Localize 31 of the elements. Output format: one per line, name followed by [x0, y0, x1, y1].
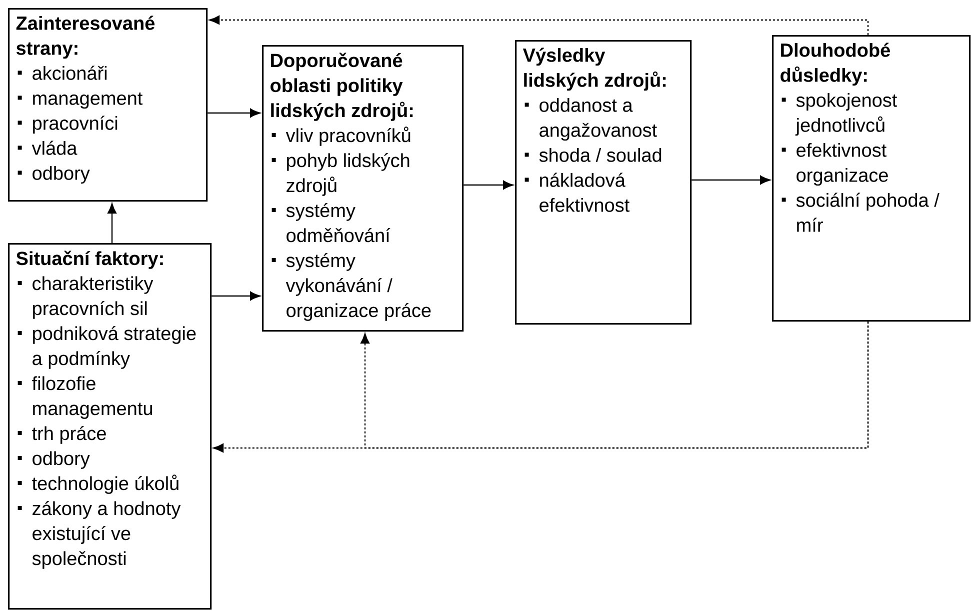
arrow: [209, 16, 869, 35]
bullet-item: akcionáři: [18, 66, 107, 80]
bullet-item: odbory: [18, 451, 90, 469]
bullet-item: trh práce: [18, 426, 106, 444]
bullet-item: management: [18, 92, 143, 109]
text-box: [8, 243, 212, 610]
arrow: [464, 180, 514, 190]
bullet-item: systémy vykonávání / organizace práce: [272, 253, 431, 321]
text-box: [515, 40, 692, 325]
box-heading: Dlouhodobé důsledky:: [780, 42, 890, 86]
text-box: [262, 45, 464, 332]
bullet-item: vláda: [18, 140, 78, 155]
bullet-item: odbory: [18, 166, 90, 184]
box-heading: Doporučované oblasti politiky lidských zdrojů:: [270, 52, 413, 121]
bullet-item: pracovníci: [18, 116, 118, 134]
bullet-item: shoda / soulad: [524, 148, 662, 162]
arrow: [108, 203, 116, 243]
bullet-item: nákladová efektivnost: [524, 172, 630, 212]
bullet-item: technologie úkolů: [18, 474, 178, 494]
box-heading: Výsledky lidských zdrojů:: [522, 48, 666, 91]
text-box: [8, 8, 208, 202]
arrow: [692, 176, 770, 184]
bullet-item: vliv pracovníků: [272, 126, 410, 146]
arrow: [212, 292, 260, 300]
box-heading: Zainteresované strany:: [16, 16, 155, 59]
bullet-item: zákony a hodnoty existující ve společnosti: [18, 501, 181, 569]
text-box: [772, 35, 971, 322]
box-heading: Situační faktory:: [16, 250, 163, 269]
arrow: [213, 322, 869, 452]
bullet-item: sociální pohoda / mír: [782, 192, 940, 232]
arrow: [208, 108, 260, 118]
